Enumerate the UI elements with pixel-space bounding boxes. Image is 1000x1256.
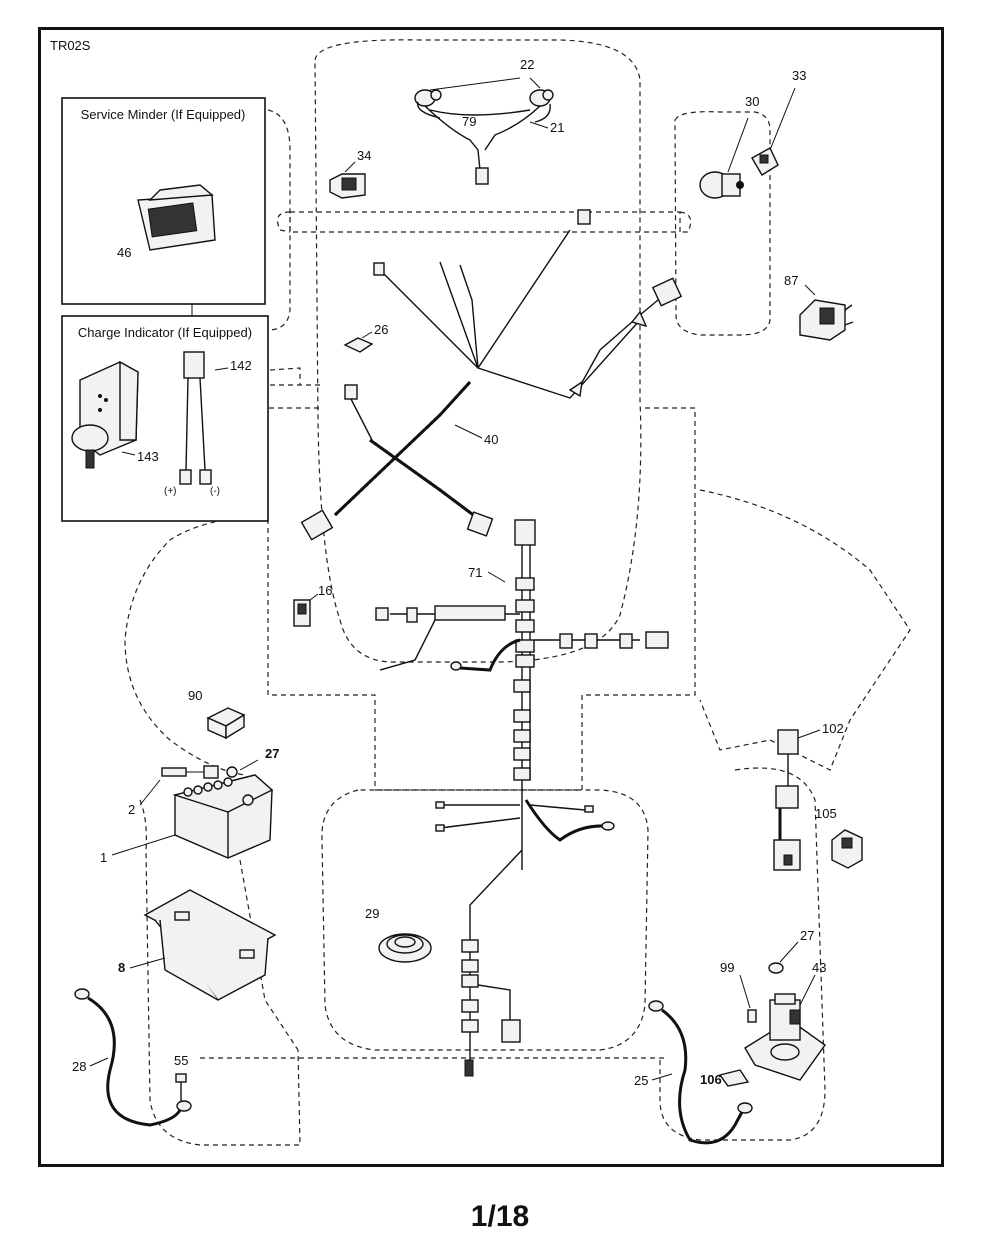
nut-27 (768, 962, 784, 974)
callout-142: 142 (230, 358, 252, 373)
callout-43: 43 (812, 960, 826, 975)
callout-28: 28 (72, 1059, 86, 1074)
callout-143: 143 (137, 449, 159, 464)
switch-34 (329, 173, 366, 199)
fuse-26 (343, 337, 374, 353)
solenoid-43 (744, 993, 826, 1081)
callout-90: 90 (188, 688, 202, 703)
callout-29: 29 (365, 906, 379, 921)
callout-26: 26 (374, 322, 388, 337)
wire-harness-71 (375, 519, 669, 870)
page-number: 1/18 (470, 1200, 530, 1233)
callout-99: 99 (720, 960, 734, 975)
horn-29 (378, 933, 432, 963)
switch-105 (831, 829, 863, 869)
callout-46: 46 (117, 245, 131, 260)
callout-27a: 27 (265, 746, 279, 761)
callout-25: 25 (634, 1073, 648, 1088)
clip-90 (206, 707, 246, 740)
callout-106: 106 (700, 1072, 722, 1087)
callout-71: 71 (468, 565, 482, 580)
charge-indicator-title: Charge Indicator (If Equipped) (78, 325, 252, 340)
bolt-99 (747, 1009, 757, 1023)
relay-87 (799, 299, 854, 341)
callout-87: 87 (784, 273, 798, 288)
callout-79: 79 (462, 114, 476, 129)
callout-2: 2 (128, 802, 135, 817)
callout-1: 1 (100, 850, 107, 865)
charge-indicator-box: Charge Indicator (If Equipped) (+) (-) 1… (61, 315, 269, 522)
polarity-positive: (+) (164, 486, 177, 497)
connector-16 (293, 599, 311, 627)
callout-30: 30 (745, 94, 759, 109)
callout-55: 55 (174, 1053, 188, 1068)
battery-1 (172, 774, 274, 859)
ignition-switch-30 (699, 171, 744, 199)
battery-hardware (161, 765, 238, 779)
callout-16: 16 (318, 583, 332, 598)
charge-indicator-harness (179, 351, 212, 485)
service-minder-part (137, 184, 216, 251)
callout-105: 105 (815, 806, 837, 821)
battery-tray-8 (143, 889, 277, 1001)
callout-8: 8 (118, 960, 125, 975)
diagram-frame (38, 27, 944, 1167)
rear-wiring (435, 799, 615, 1077)
ground-cable-28 (74, 988, 192, 1127)
callout-40: 40 (484, 432, 498, 447)
switch-33 (751, 147, 779, 176)
headlight-assembly (414, 89, 554, 185)
callout-27b: 27 (800, 928, 814, 943)
bolt-55 (175, 1073, 187, 1102)
service-minder-box: Service Minder (If Equipped) 46 (61, 97, 266, 305)
tractor-outline (124, 39, 911, 1146)
callout-21: 21 (550, 120, 564, 135)
charge-indicator-meter (71, 360, 139, 469)
clip-106 (718, 1069, 750, 1087)
wire-harness-40 (300, 209, 683, 541)
service-minder-title: Service Minder (If Equipped) (81, 107, 246, 122)
callout-33: 33 (792, 68, 806, 83)
callout-102: 102 (822, 721, 844, 736)
callout-22: 22 (520, 57, 534, 72)
callout-34: 34 (357, 148, 371, 163)
ground-cable-25 (648, 1000, 753, 1145)
diagram-code: TR02S (50, 38, 91, 53)
switch-harness-102 (773, 729, 801, 871)
polarity-negative: (-) (210, 486, 220, 497)
